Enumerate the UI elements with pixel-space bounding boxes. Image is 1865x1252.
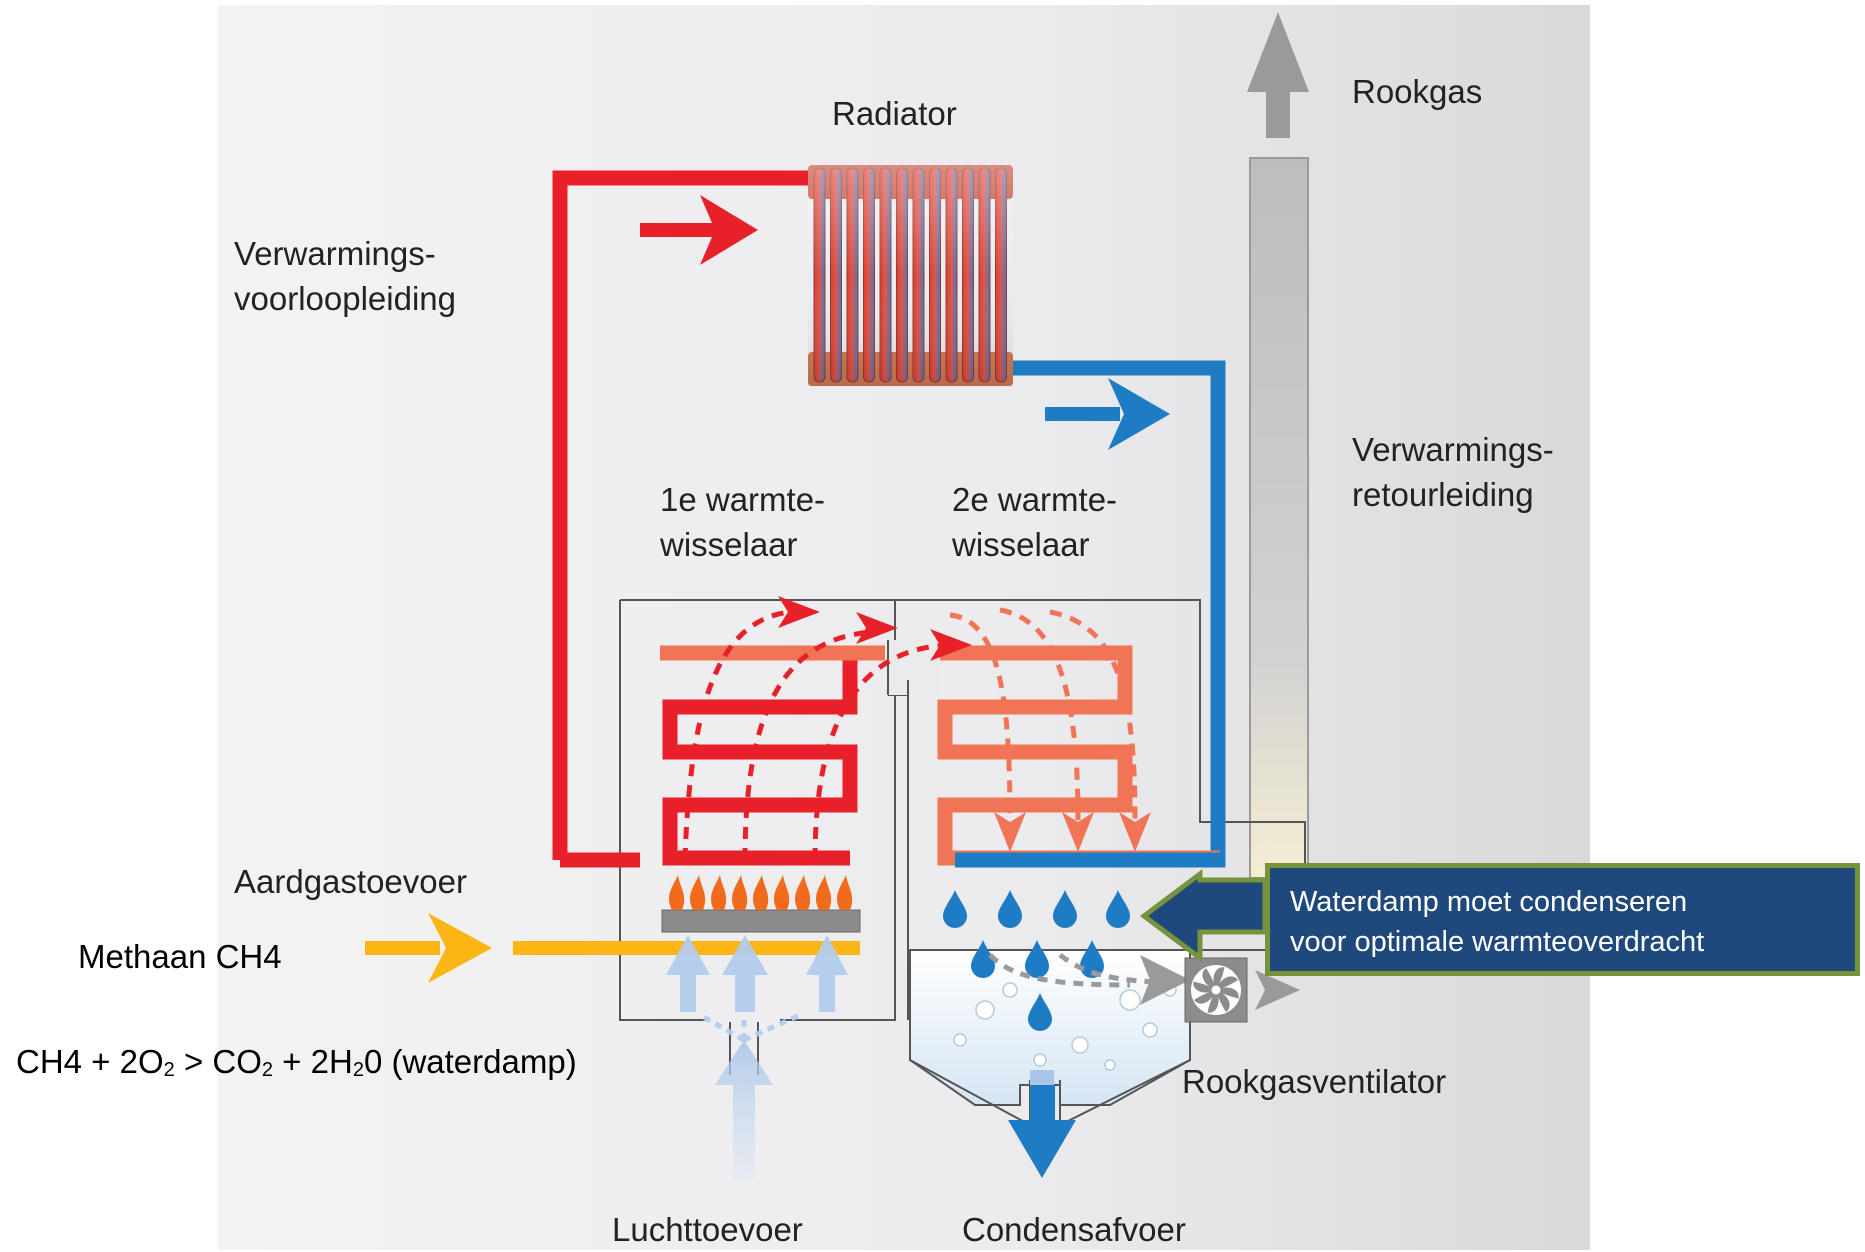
water-drop-icon (943, 890, 967, 928)
water-drop-icon (1028, 993, 1052, 1031)
gas-arrow (365, 913, 492, 983)
water-drop-icon (1080, 940, 1104, 978)
callout-line1: Waterdamp moet condenseren (1290, 886, 1688, 918)
label-he1-line1: 1e warmte- (660, 481, 826, 518)
label-flow-pipe-line2: voorloopleiding (234, 279, 456, 317)
label-return-pipe-line2: retourleiding (1352, 475, 1534, 513)
flame-icon (815, 875, 832, 910)
air-supply (666, 935, 848, 1180)
label-rookgas: Rookgas (1352, 73, 1483, 110)
label-return-pipe: Verwarmings- retourleiding (1352, 428, 1554, 517)
label-heat-exchanger-2: 2e warmte- wisselaar (952, 478, 1117, 567)
label-return-pipe-line1: Verwarmings- (1352, 431, 1554, 468)
radiator (808, 165, 1013, 386)
label-heat-exchanger-1: 1e warmte- wisselaar (660, 478, 825, 567)
callout-arrow (1139, 869, 1268, 963)
water-drop-icon (971, 940, 995, 978)
flame-icon (710, 875, 727, 910)
label-he1-line2: wisselaar (660, 525, 798, 563)
label-radiator: Radiator (832, 95, 957, 132)
flame-icon (773, 875, 790, 910)
flow-pipe (552, 170, 820, 860)
label-flue-fan: Rookgasventilator (1182, 1063, 1447, 1100)
fan-icon (1184, 957, 1248, 1023)
flame-icon (731, 875, 748, 910)
flow-arrow (640, 195, 758, 265)
water-drop-icon (998, 890, 1022, 928)
flame-icon (668, 875, 685, 910)
hot-gas-paths (682, 609, 951, 861)
label-air-supply: Luchttoevoer (612, 1211, 803, 1248)
flue-pipe (1249, 157, 1309, 879)
label-methane: Methaan CH4 (78, 938, 282, 975)
label-he2-line2: wisselaar (952, 525, 1090, 563)
condensate-arrow (1008, 1070, 1076, 1178)
callout-line2: voor optimale warmteoverdracht (1290, 926, 1705, 958)
flue-gas-arrow (1247, 12, 1309, 138)
flame-icon (836, 875, 853, 910)
flue-gas-path (988, 952, 1300, 1010)
heat-exchanger-1 (662, 645, 858, 866)
label-gas-supply: Aardgastoevoer (234, 863, 467, 900)
flame-icon (752, 875, 769, 910)
flame-icon (689, 875, 706, 910)
water-drop-icon (1025, 940, 1049, 978)
water-drop-icon (1106, 890, 1130, 928)
combustion-formula: CH4 + 2O2 > CO2 + 2H20 (waterdamp) (16, 1043, 577, 1081)
water-drop-icon (1053, 890, 1077, 928)
warm-gas-paths (949, 607, 1138, 821)
label-flow-pipe: Verwarmings- voorloopleiding (234, 232, 456, 321)
heat-exchanger-2 (660, 645, 1220, 866)
burner (661, 875, 861, 933)
label-flow-pipe-line1: Verwarmings- (234, 235, 436, 272)
label-he2-line1: 2e warmte- (952, 481, 1118, 518)
label-condensate-drain: Condensafvoer (962, 1211, 1186, 1248)
condensation-callout: Waterdamp moet condenseren voor optimale… (1265, 863, 1860, 976)
flame-icon (794, 875, 811, 910)
return-arrow (1045, 378, 1170, 450)
water-droplets (943, 890, 1130, 1031)
